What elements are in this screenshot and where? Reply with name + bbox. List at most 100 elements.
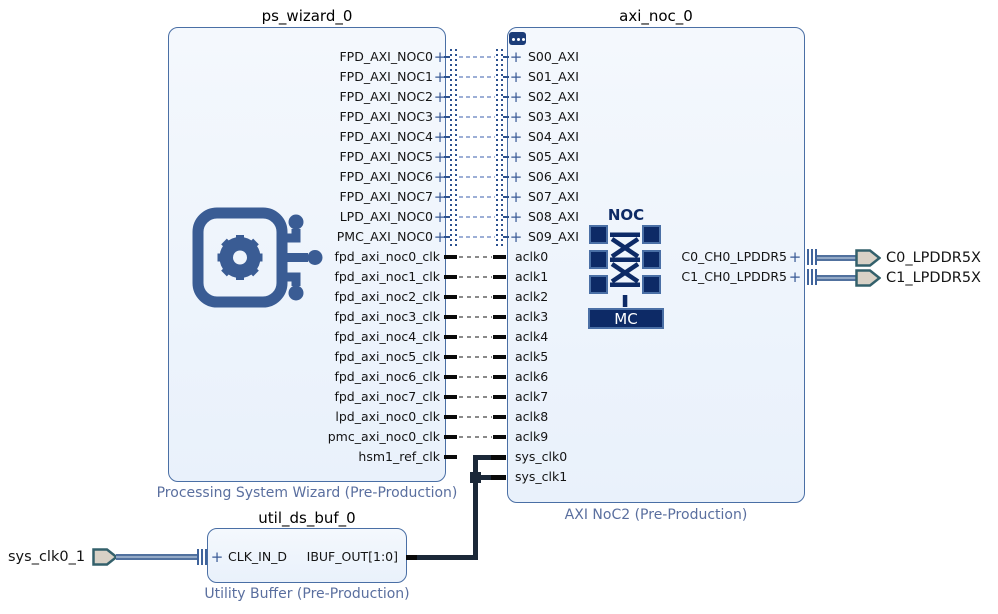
port-label-clk-in-d[interactable]: CLK_IN_D <box>228 549 288 564</box>
net-segment-vertical[interactable] <box>473 455 478 560</box>
port-label-aclk3[interactable]: aclk3 <box>515 309 549 324</box>
expand-icon[interactable]: + <box>433 48 447 66</box>
clock-net-dash[interactable] <box>459 436 492 438</box>
expand-icon[interactable]: + <box>509 208 523 226</box>
port-label-hsm1_ref_clk[interactable]: hsm1_ref_clk <box>358 449 440 464</box>
expand-icon[interactable]: + <box>433 188 447 206</box>
port-label-s05_axi[interactable]: S05_AXI <box>528 149 579 164</box>
port-label-pmc_axi_noc0[interactable]: PMC_AXI_NOC0 <box>336 229 433 244</box>
port-label-s02_axi[interactable]: S02_AXI <box>528 89 579 104</box>
expand-icon[interactable]: + <box>433 148 447 166</box>
port-label-pmc_axi_noc0_clk[interactable]: pmc_axi_noc0_clk <box>327 429 440 444</box>
port-label-c0_ch0_lpddr5[interactable]: C0_CH0_LPDDR5 <box>681 249 787 264</box>
port-label-fpd_axi_noc5[interactable]: FPD_AXI_NOC5 <box>339 149 433 164</box>
net-segment-horizontal[interactable] <box>417 555 478 560</box>
port-label-fpd_axi_noc0_clk[interactable]: fpd_axi_noc0_clk <box>334 249 440 264</box>
port-label-s08_axi[interactable]: S08_AXI <box>528 209 579 224</box>
port-label-fpd_axi_noc2[interactable]: FPD_AXI_NOC2 <box>339 89 433 104</box>
util-ds-buf-title: util_ds_buf_0 <box>258 509 356 527</box>
port-label-fpd_axi_noc0[interactable]: FPD_AXI_NOC0 <box>339 49 433 64</box>
expand-icon[interactable]: + <box>509 228 523 246</box>
expand-icon[interactable]: + <box>509 68 523 86</box>
expand-icon[interactable]: + <box>433 128 447 146</box>
expand-icon[interactable]: + <box>788 268 802 286</box>
port-label-s09_axi[interactable]: S09_AXI <box>528 229 579 244</box>
external-port-label-c0_lpddr5x[interactable]: C0_LPDDR5X <box>886 250 981 266</box>
clock-net-dash[interactable] <box>459 416 492 418</box>
port-label-fpd_axi_noc2_clk[interactable]: fpd_axi_noc2_clk <box>334 289 440 304</box>
ellipsis-badge-icon[interactable] <box>509 32 526 45</box>
bus-net-c0_lpddr5x[interactable] <box>817 255 857 261</box>
port-label-ibuf-out[interactable]: IBUF_OUT[1:0] <box>306 549 398 564</box>
expand-icon[interactable]: + <box>433 68 447 86</box>
port-label-aclk1[interactable]: aclk1 <box>515 269 549 284</box>
expand-icon[interactable]: + <box>509 128 523 146</box>
port-label-fpd_axi_noc4_clk[interactable]: fpd_axi_noc4_clk <box>334 329 440 344</box>
port-label-lpd_axi_noc0_clk[interactable]: lpd_axi_noc0_clk <box>335 409 440 424</box>
clock-net-dash[interactable] <box>459 296 492 298</box>
port-label-aclk2[interactable]: aclk2 <box>515 289 549 304</box>
port-label-aclk4[interactable]: aclk4 <box>515 329 549 344</box>
clock-net-dash[interactable] <box>459 356 492 358</box>
port-label-s01_axi[interactable]: S01_AXI <box>528 69 579 84</box>
net-segment-horizontal[interactable] <box>478 475 492 480</box>
expand-icon[interactable]: + <box>433 108 447 126</box>
external-output-port-icon[interactable] <box>855 269 882 291</box>
port-label-s00_axi[interactable]: S00_AXI <box>528 49 579 64</box>
expand-icon[interactable]: + <box>433 228 447 246</box>
port-label-aclk5[interactable]: aclk5 <box>515 349 549 364</box>
expand-icon[interactable]: + <box>509 168 523 186</box>
bus-net-sys-clk0-1[interactable] <box>116 554 198 560</box>
port-label-c1_ch0_lpddr5[interactable]: C1_CH0_LPDDR5 <box>681 269 787 284</box>
port-label-fpd_axi_noc5_clk[interactable]: fpd_axi_noc5_clk <box>334 349 440 364</box>
port-label-fpd_axi_noc4[interactable]: FPD_AXI_NOC4 <box>339 129 433 144</box>
port-label-aclk6[interactable]: aclk6 <box>515 369 549 384</box>
axi-noc-block[interactable] <box>507 27 805 503</box>
port-label-fpd_axi_noc7[interactable]: FPD_AXI_NOC7 <box>339 189 433 204</box>
clock-net-dash[interactable] <box>459 276 492 278</box>
external-output-port-icon[interactable] <box>855 249 882 271</box>
expand-icon[interactable]: + <box>788 248 802 266</box>
util-ds-buf-block[interactable] <box>207 528 407 583</box>
port-label-fpd_axi_noc7_clk[interactable]: fpd_axi_noc7_clk <box>334 389 440 404</box>
clock-net-dash[interactable] <box>459 336 492 338</box>
port-label-fpd_axi_noc6[interactable]: FPD_AXI_NOC6 <box>339 169 433 184</box>
expand-icon[interactable]: + <box>210 548 224 566</box>
clock-net-dash[interactable] <box>459 376 492 378</box>
expand-icon[interactable]: + <box>509 188 523 206</box>
port-label-aclk0[interactable]: aclk0 <box>515 249 549 264</box>
port-label-aclk7[interactable]: aclk7 <box>515 389 549 404</box>
expand-icon[interactable]: + <box>433 88 447 106</box>
clock-net-dash[interactable] <box>459 316 492 318</box>
port-label-sys_clk0[interactable]: sys_clk0 <box>515 449 568 464</box>
port-label-fpd_axi_noc1_clk[interactable]: fpd_axi_noc1_clk <box>334 269 440 284</box>
port-label-fpd_axi_noc3[interactable]: FPD_AXI_NOC3 <box>339 109 433 124</box>
port-label-s03_axi[interactable]: S03_AXI <box>528 109 579 124</box>
expand-icon[interactable]: + <box>433 168 447 186</box>
net-segment-horizontal[interactable] <box>478 455 492 460</box>
expand-icon[interactable]: + <box>509 108 523 126</box>
external-port-label-c1_lpddr5x[interactable]: C1_LPDDR5X <box>886 270 981 286</box>
external-port-label-sys-clk0-1[interactable]: sys_clk0_1 <box>8 549 86 565</box>
port-label-fpd_axi_noc1[interactable]: FPD_AXI_NOC1 <box>339 69 433 84</box>
port-label-lpd_axi_noc0[interactable]: LPD_AXI_NOC0 <box>339 209 433 224</box>
clock-net-dash[interactable] <box>459 256 492 258</box>
port-label-s06_axi[interactable]: S06_AXI <box>528 169 579 184</box>
expand-icon[interactable]: + <box>509 88 523 106</box>
expand-icon[interactable]: + <box>433 208 447 226</box>
port-label-aclk9[interactable]: aclk9 <box>515 429 549 444</box>
expand-icon[interactable]: + <box>509 48 523 66</box>
clock-net-dash[interactable] <box>459 396 492 398</box>
port-label-s04_axi[interactable]: S04_AXI <box>528 129 579 144</box>
bus-hash-mark <box>205 549 207 565</box>
port-label-sys_clk1[interactable]: sys_clk1 <box>515 469 568 484</box>
port-label-fpd_axi_noc3_clk[interactable]: fpd_axi_noc3_clk <box>334 309 440 324</box>
port-label-aclk8[interactable]: aclk8 <box>515 409 549 424</box>
port-label-s07_axi[interactable]: S07_AXI <box>528 189 579 204</box>
external-input-port-icon[interactable] <box>92 548 119 570</box>
pin-stub-fpd_axi_noc7_clk <box>444 395 457 399</box>
port-label-fpd_axi_noc6_clk[interactable]: fpd_axi_noc6_clk <box>334 369 440 384</box>
bus-net-c1_lpddr5x[interactable] <box>817 275 857 281</box>
expand-icon[interactable]: + <box>509 148 523 166</box>
